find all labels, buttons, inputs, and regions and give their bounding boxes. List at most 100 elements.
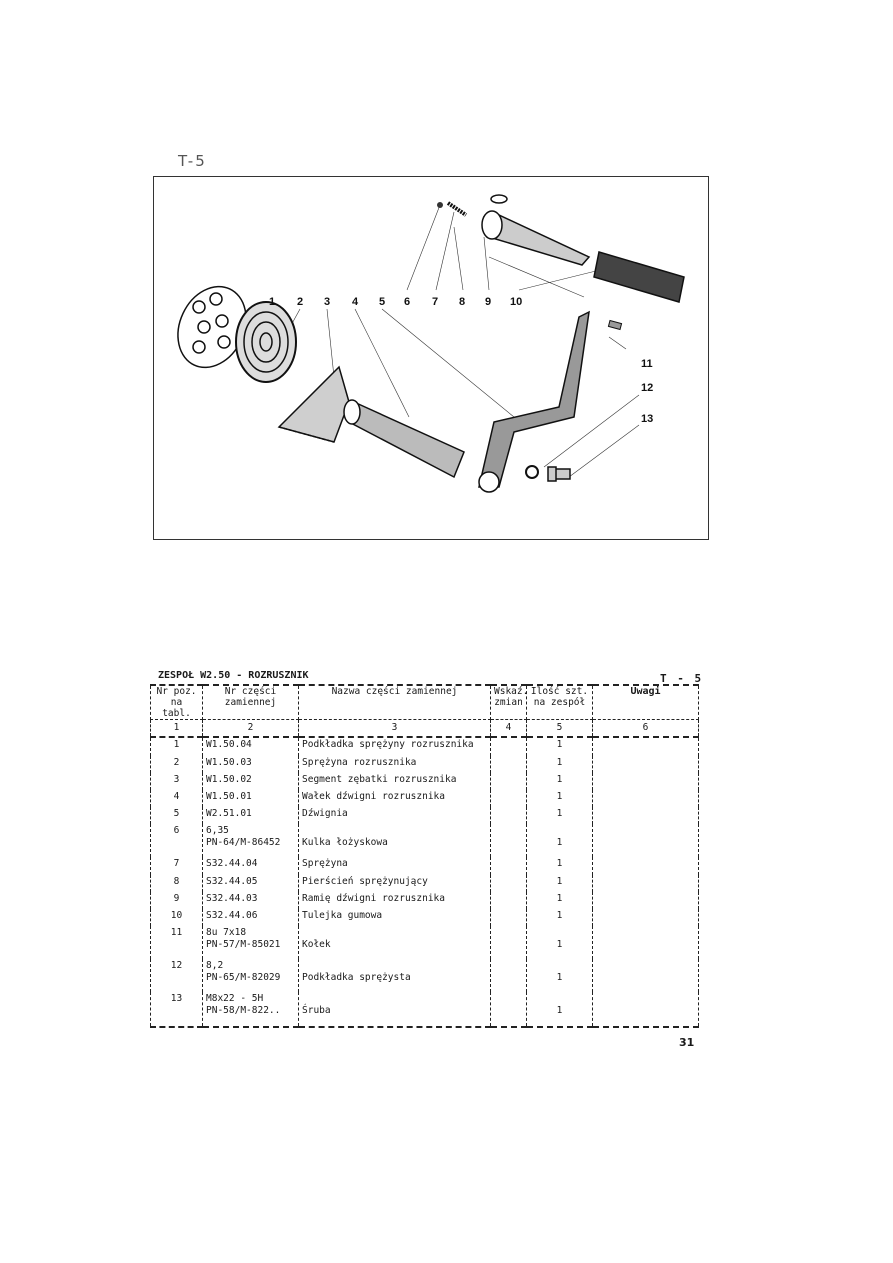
part-number-line: 6,35 — [206, 825, 229, 837]
header-ilosc: Ilość szt.na zespół — [526, 684, 593, 720]
part-number-line: S32.44.04 — [206, 858, 258, 870]
cell-nr-czesci: W2.51.01 — [202, 807, 299, 825]
spring-washer-part-12 — [525, 465, 539, 479]
cell-ilosc: 1 — [526, 959, 593, 993]
part-number-line: 8u 7x18 — [206, 927, 247, 939]
cell-nr-poz: 11 — [150, 926, 203, 960]
cell-nazwa: Podkładka sprężyny rozrusznika — [298, 737, 491, 756]
cell-nr-poz: 13 — [150, 992, 203, 1026]
cell-ilosc: 1 — [526, 807, 593, 825]
cell-wskaz — [490, 874, 527, 892]
cell-nr-czesci: S32.44.04 — [202, 857, 299, 875]
cell-wskaz — [490, 909, 527, 927]
table-filler-row — [150, 1025, 699, 1029]
cell-nazwa: Kołek — [298, 926, 491, 960]
column-number: 6 — [592, 719, 699, 738]
part-number-line: PN-57/M-85021 — [206, 939, 281, 951]
cell-uwagi — [592, 807, 699, 825]
callout-11: 11 — [641, 358, 653, 370]
part-number-line: W1.50.04 — [206, 739, 252, 750]
header-nazwa: Nazwa części zamiennej — [298, 684, 491, 720]
cell-nr-poz: 8 — [150, 874, 203, 892]
cell-nazwa: Sprężyna rozrusznika — [298, 755, 491, 773]
cell-nazwa: Kulka łożyskowa — [298, 824, 491, 858]
cell-nr-poz: 9 — [150, 891, 203, 910]
part-number-line: W1.50.03 — [206, 756, 252, 768]
cell-nazwa: Wałek dźwigni rozrusznika — [298, 789, 491, 808]
part-number-line: W2.51.01 — [206, 808, 252, 820]
part-number-line: S32.44.05 — [206, 875, 258, 887]
cell-nazwa: Sprężyna — [298, 857, 491, 875]
cell-ilosc: 1 — [526, 824, 593, 858]
cell-wskaz — [490, 755, 527, 773]
callout-9: 9 — [485, 296, 491, 308]
cell-uwagi — [592, 737, 699, 756]
cell-nr-czesci: S32.44.05 — [202, 874, 299, 892]
figure-label: T-5 — [178, 152, 207, 170]
cell-nr-czesci: W1.50.04 — [202, 737, 299, 756]
cell-nr-czesci: W1.50.01 — [202, 789, 299, 808]
leader-lines — [243, 204, 640, 478]
spring-part-7 — [446, 201, 468, 217]
cell-ilosc: 1 — [526, 992, 593, 1026]
cell-ilosc: 1 — [526, 772, 593, 790]
cell-ilosc: 1 — [526, 789, 593, 808]
cell-nr-czesci: S32.44.06 — [202, 909, 299, 927]
spring-part-2 — [235, 301, 297, 383]
cell-uwagi — [592, 874, 699, 892]
column-number: 2 — [202, 719, 299, 738]
cell-uwagi — [592, 909, 699, 927]
part-number-line: M8x22 - 5H — [206, 993, 264, 1005]
callout-8: 8 — [459, 296, 465, 308]
cell-nazwa: Segment zębatki rozrusznika — [298, 772, 491, 790]
table-title: ZESPOŁ W2.50 - ROZRUSZNIK — [158, 670, 309, 681]
cell-nr-poz: 2 — [150, 755, 203, 773]
cell-nr-czesci: S32.44.03 — [202, 891, 299, 910]
callout-4: 4 — [352, 296, 359, 308]
cell-nr-czesci: W1.50.03 — [202, 755, 299, 773]
cell-nr-poz: 4 — [150, 789, 203, 808]
washer-part-1 — [177, 285, 247, 369]
cell-ilosc: 1 — [526, 737, 593, 756]
column-number: 1 — [150, 719, 203, 738]
rubber-grip-part-10 — [593, 251, 685, 303]
table-body: 1 W1.50.04 Podkładka sprężyny rozrusznika 1… — [150, 737, 699, 1029]
cell-nr-poz: 5 — [150, 807, 203, 825]
arm-part-9 — [481, 210, 591, 266]
cell-nazwa: Ramię dźwigni rozrusznika — [298, 891, 491, 910]
cell-wskaz — [490, 824, 527, 858]
shaft-part-4 — [343, 399, 465, 479]
callout-13: 13 — [641, 413, 653, 425]
part-number-line: PN-64/M-86452 — [206, 837, 281, 849]
cell-wskaz — [490, 737, 527, 756]
empty-cell — [526, 1025, 593, 1029]
cell-ilosc: 1 — [526, 874, 593, 892]
callout-2: 2 — [297, 296, 303, 308]
cell-uwagi — [592, 857, 699, 875]
cell-nr-poz: 12 — [150, 959, 203, 993]
callout-5: 5 — [379, 296, 385, 308]
cell-ilosc: 1 — [526, 909, 593, 927]
column-number: 5 — [526, 719, 593, 738]
cell-nr-poz: 3 — [150, 772, 203, 790]
part-number-line: S32.44.03 — [206, 892, 258, 904]
cell-uwagi — [592, 789, 699, 808]
part-number-line: W1.50.01 — [206, 790, 252, 802]
callout-1: 1 — [269, 296, 275, 308]
cell-ilosc: 1 — [526, 926, 593, 960]
empty-cell — [298, 1025, 491, 1029]
